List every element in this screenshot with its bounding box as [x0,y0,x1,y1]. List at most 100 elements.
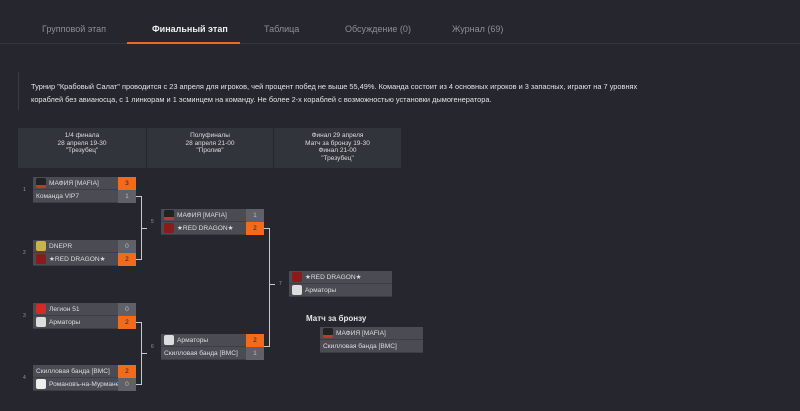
connector [142,353,147,354]
team-name: МАФИЯ [MAFIA] [336,329,386,337]
tab-table[interactable]: Таблица [264,24,300,34]
round-map: "Трезубец" [321,154,354,162]
match-number: 3 [23,313,26,319]
match-2[interactable]: DNEPR 0 ★RED DRAGON★ 2 [33,240,136,266]
team-row[interactable]: ★RED DRAGON★ 2 [161,222,264,235]
match-number: 1 [23,187,26,193]
team-row[interactable]: Скилловая банда [BMC] 1 [161,347,264,360]
match-final[interactable]: ★RED DRAGON★ Арматоры [289,271,392,297]
connector [141,196,142,260]
connector [141,322,142,385]
active-tab-underline [127,42,240,44]
team-row[interactable]: ★RED DRAGON★ 2 [33,253,136,266]
bronze-match-title: Матч за бронзу [306,314,367,323]
team-name: Арматоры [177,336,209,344]
match-number: 2 [23,250,26,256]
team-name: DNEPR [49,242,73,250]
team-logo-icon [36,241,46,251]
connector [142,228,147,229]
team-name: Арматоры [305,286,337,294]
team-name: Романовъ-на-Мурмане [49,380,119,388]
team-logo-icon [36,254,46,264]
team-logo-icon [164,210,174,220]
team-logo-icon [36,178,46,188]
team-row[interactable]: Скилловая банда [BMC] 2 [33,365,136,378]
team-name: Скилловая банда [BMC] [164,349,238,357]
match-6[interactable]: Арматоры 2 Скилловая банда [BMC] 1 [161,334,264,360]
team-score: 0 [118,303,136,316]
team-row[interactable]: Арматоры [289,284,392,297]
team-row[interactable]: Арматоры 2 [33,316,136,329]
round-date: 28 апреля 19-30 [57,139,107,147]
connector [136,384,142,385]
team-name: Скилловая банда [BMC] [36,367,110,375]
team-score: 2 [246,222,264,235]
round-title: Полуфиналы [190,132,230,139]
round-final-time: Финал 21-00 [318,147,357,155]
round-map: "Пролив" [196,147,224,155]
team-row[interactable]: Скилловая банда [BMC] [320,340,423,353]
team-score: 2 [246,334,264,347]
team-score: 1 [118,190,136,203]
tab-discussion[interactable]: Обсуждение (0) [345,24,411,34]
team-row[interactable]: МАФИЯ [MAFIA] 1 [161,209,264,222]
connector [264,228,270,229]
team-score: 0 [118,378,136,391]
round-title: Финал 29 апреля [311,132,364,139]
team-name: ★RED DRAGON★ [49,255,106,263]
team-row[interactable]: ★RED DRAGON★ [289,271,392,284]
connector [136,322,142,323]
team-score: 1 [246,347,264,360]
round-bronze-time: Матч за бронзу 19-30 [305,139,370,147]
team-row[interactable]: МАФИЯ [MAFIA] 3 [33,177,136,190]
team-logo-icon [164,223,174,233]
tab-group-stage[interactable]: Групповой этап [42,24,107,34]
team-logo-icon [323,328,333,338]
team-logo-icon [164,335,174,345]
team-score: 3 [118,177,136,190]
tab-final-stage[interactable]: Финальный этап [152,24,228,34]
team-name: Легион 51 [49,305,80,313]
team-name: МАФИЯ [MAFIA] [177,211,227,219]
team-name: Арматоры [49,318,81,326]
tournament-description: Турнир "Крабовый Салат" проводится с 23 … [18,72,638,110]
round-title: 1/4 финала [64,132,100,139]
team-row[interactable]: DNEPR 0 [33,240,136,253]
team-score: 1 [246,209,264,222]
team-score: 2 [118,253,136,266]
team-logo-icon [292,285,302,295]
team-logo-icon [36,304,46,314]
tab-bar: Групповой этап Финальный этап Таблица Об… [0,0,800,44]
match-number: 7 [279,281,282,287]
team-score: 0 [118,240,136,253]
match-4[interactable]: Скилловая банда [BMC] 2 Романовъ-на-Мурма… [33,365,136,391]
round-date: 28 апреля 21-00 [185,139,235,147]
team-logo-icon [36,317,46,327]
match-bronze[interactable]: МАФИЯ [MAFIA] Скилловая банда [BMC] [320,327,423,353]
match-5[interactable]: МАФИЯ [MAFIA] 1 ★RED DRAGON★ 2 [161,209,264,235]
tab-log[interactable]: Журнал (69) [452,24,504,34]
match-number: 4 [23,375,26,381]
team-row[interactable]: Команда VIP7 1 [33,190,136,203]
team-row[interactable]: МАФИЯ [MAFIA] [320,327,423,340]
team-row[interactable]: Арматоры 2 [161,334,264,347]
team-row[interactable]: Легион 51 0 [33,303,136,316]
team-name: МАФИЯ [MAFIA] [49,179,99,187]
team-name: Скилловая банда [BMC] [323,342,397,350]
connector [270,284,275,285]
connector [136,259,142,260]
team-name: Команда VIP7 [36,192,79,200]
match-number: 5 [151,219,154,225]
match-number: 6 [151,344,154,350]
team-score: 2 [118,365,136,378]
match-1[interactable]: МАФИЯ [MAFIA] 3 Команда VIP7 1 [33,177,136,203]
team-name: ★RED DRAGON★ [177,224,234,232]
match-3[interactable]: Легион 51 0 Арматоры 2 [33,303,136,329]
connector [264,346,270,347]
team-logo-icon [36,379,46,389]
team-score: 2 [118,316,136,329]
round-map: "Трезубец" [65,147,99,155]
